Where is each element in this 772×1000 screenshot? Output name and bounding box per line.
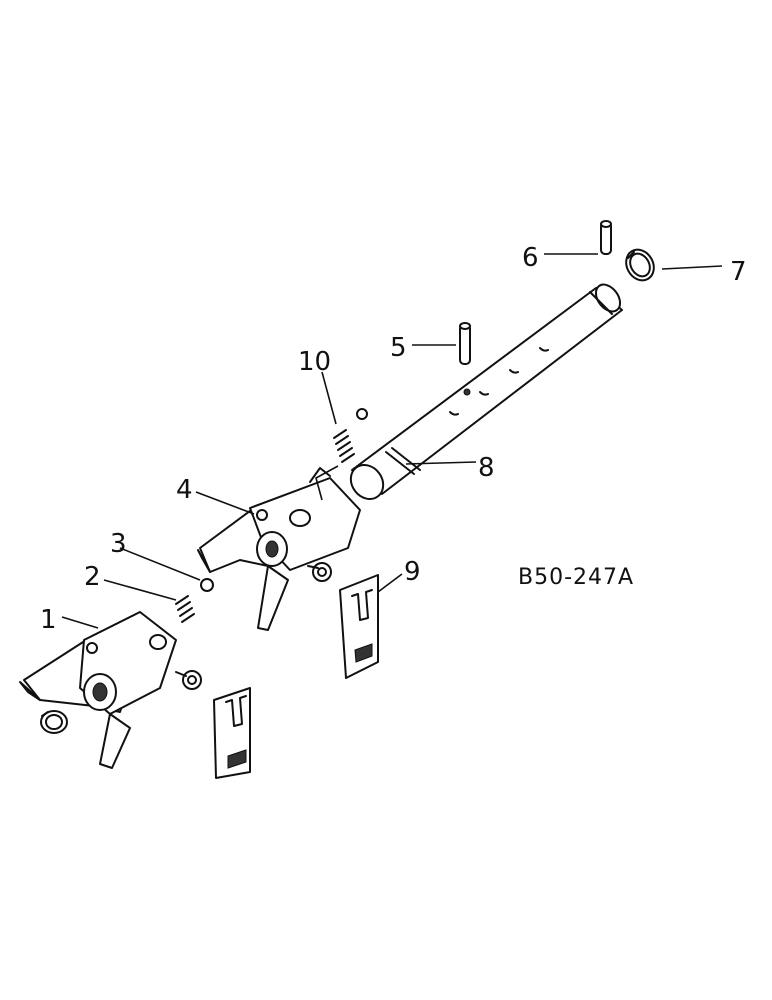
part-10-spring-ball <box>333 408 368 463</box>
callout-5: 5 <box>390 333 407 363</box>
part-6-pin <box>600 220 612 255</box>
part-9-shift-lug-lower <box>213 687 251 779</box>
part-4-shift-fork <box>197 467 361 631</box>
drawing-code: B50-247A <box>518 565 634 590</box>
callout-2: 2 <box>84 562 101 592</box>
callout-1: 1 <box>40 605 57 635</box>
callout-8: 8 <box>478 453 495 483</box>
callout-10: 10 <box>298 347 331 377</box>
callout-6: 6 <box>522 243 539 273</box>
part-8-shift-rail <box>349 283 623 500</box>
callout-3: 3 <box>110 529 127 559</box>
part-5-pin <box>459 322 471 365</box>
part-1-shift-fork <box>19 611 202 769</box>
part-2-detent-spring <box>175 595 195 623</box>
leader-lines <box>61 253 723 629</box>
part-3-detent-ball <box>200 578 214 592</box>
part-9-shift-lug-upper <box>339 574 379 679</box>
part-7-snap-ring <box>625 248 655 282</box>
snap-ring-lower <box>40 710 68 734</box>
callout-7: 7 <box>730 257 747 287</box>
callout-9: 9 <box>404 557 421 587</box>
callout-4: 4 <box>176 475 193 505</box>
